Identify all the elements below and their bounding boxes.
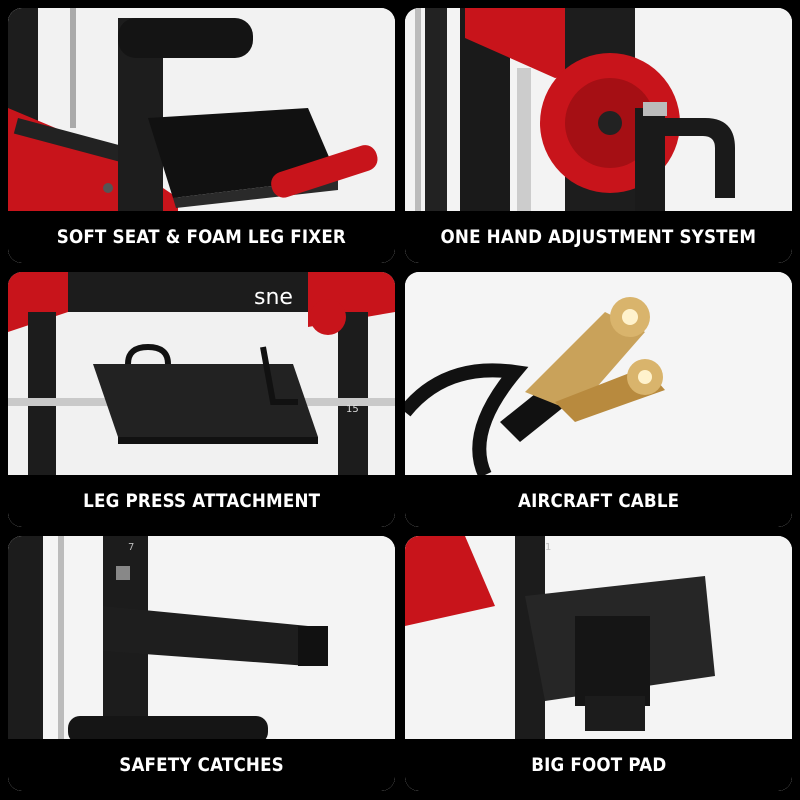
hole-number: 1 (545, 542, 551, 553)
caption-text: AIRCRAFT CABLE (517, 490, 680, 512)
caption-text: SOFT SEAT & FOAM LEG FIXER (56, 226, 347, 248)
tile-caption: BIG FOOT PAD (405, 739, 792, 791)
hole-number: 7 (128, 542, 134, 553)
hole-number: 15 (346, 404, 359, 415)
caption-text: BIG FOOT PAD (530, 754, 667, 776)
tile-caption: SOFT SEAT & FOAM LEG FIXER (8, 211, 395, 263)
feature-tile-leg-press: sne 15 LEG PRESS ATTACHMENT (8, 272, 395, 527)
caption-text: SAFETY CATCHES (119, 754, 284, 776)
caption-text: ONE HAND ADJUSTMENT SYSTEM (440, 226, 757, 248)
feature-tile-safety: 7 SAFETY CATCHES (8, 536, 395, 791)
tile-caption: SAFETY CATCHES (8, 739, 395, 791)
feature-tile-cable: AIRCRAFT CABLE (405, 272, 792, 527)
tile-caption: LEG PRESS ATTACHMENT (8, 475, 395, 527)
feature-tile-seat: SOFT SEAT & FOAM LEG FIXER (8, 8, 395, 263)
tile-caption: AIRCRAFT CABLE (405, 475, 792, 527)
brand-logo-fragment: sne (254, 285, 293, 310)
feature-tile-foot-pad: 1 BIG FOOT PAD (405, 536, 792, 791)
caption-text: LEG PRESS ATTACHMENT (82, 490, 321, 512)
tile-caption: ONE HAND ADJUSTMENT SYSTEM (405, 211, 792, 263)
feature-tile-adjustment: ONE HAND ADJUSTMENT SYSTEM (405, 8, 792, 263)
